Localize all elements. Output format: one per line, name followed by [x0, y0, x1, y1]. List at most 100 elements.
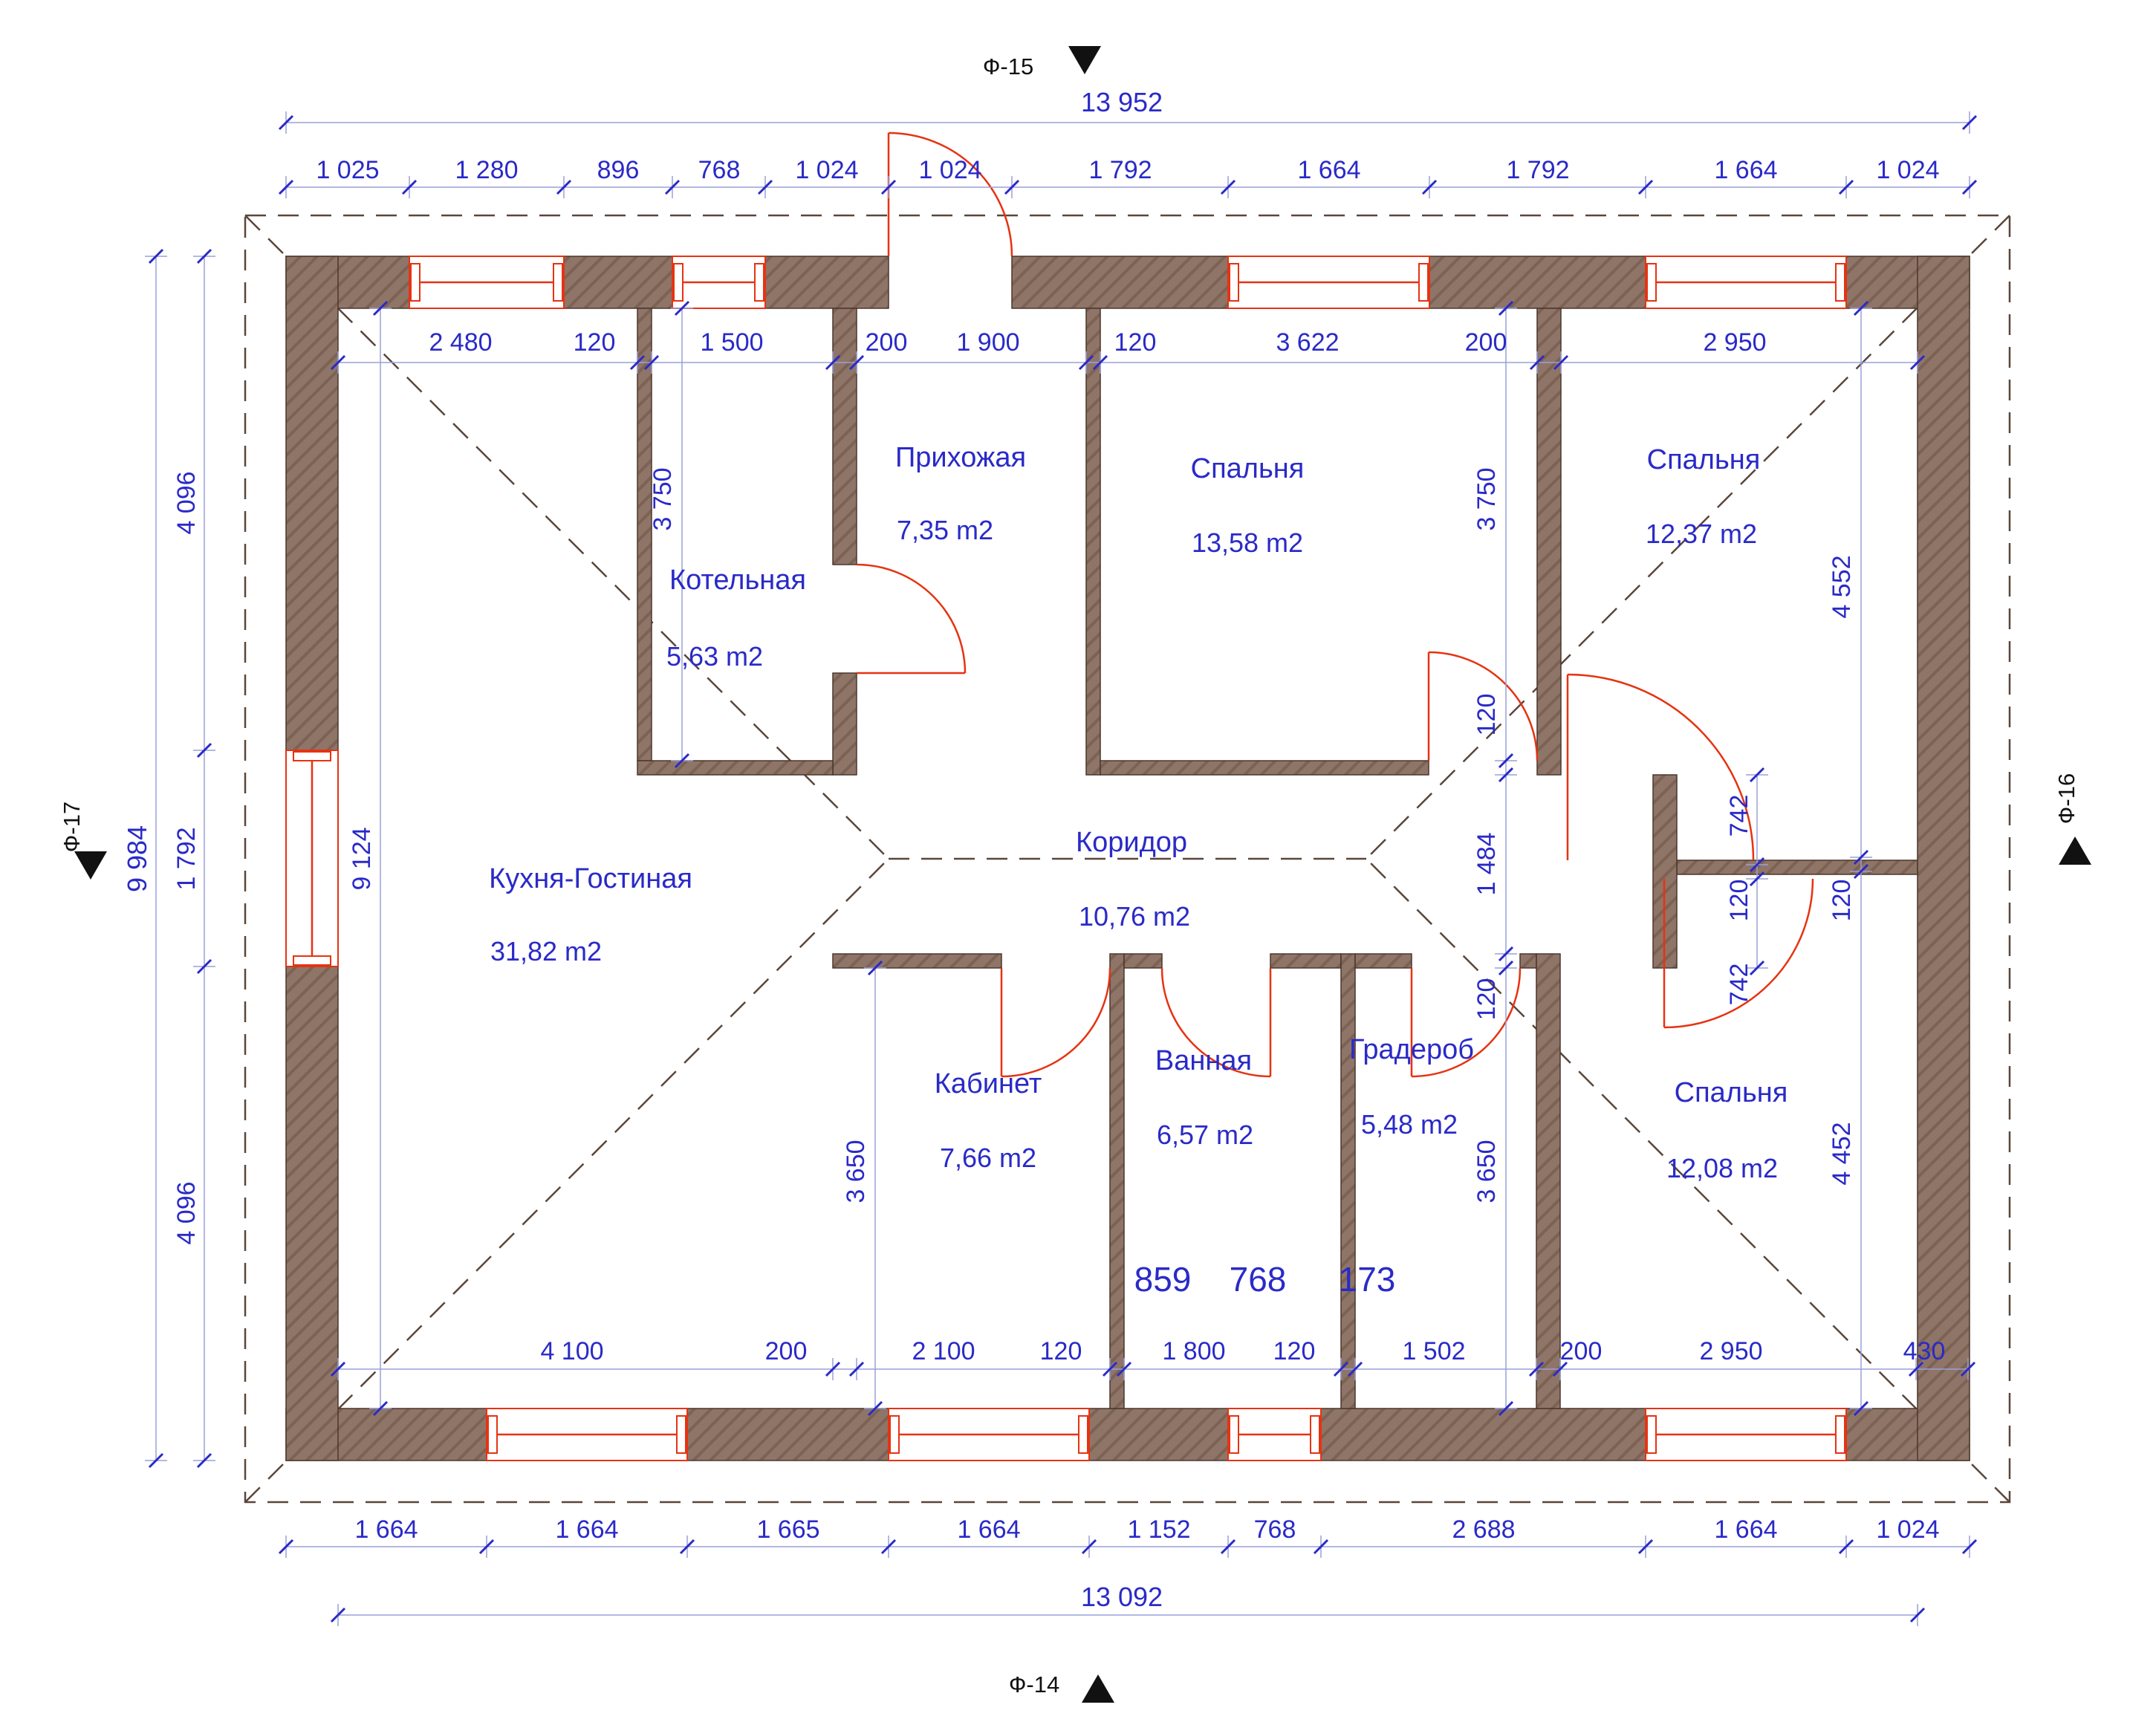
room-area-spalnya-1: 13,58 m2	[1192, 527, 1303, 558]
room-name-garderob: Градероб	[1349, 1034, 1474, 1065]
dimension-tick	[1498, 946, 1514, 962]
window-post	[673, 263, 684, 302]
room-area-koridor: 10,76 m2	[1079, 901, 1190, 932]
triangle-up-icon	[2059, 836, 2091, 865]
dim-top-row-8: 1 792	[1506, 156, 1569, 184]
dimension-tick	[1853, 849, 1869, 865]
window-post	[1835, 263, 1845, 302]
dimension-tick	[1908, 1361, 1924, 1377]
dim-inner-top-6: 3 622	[1276, 328, 1339, 357]
room-name-vannaya: Ванная	[1155, 1045, 1252, 1076]
section-marker-f17-label: Ф-17	[59, 802, 85, 852]
window-symbol	[285, 750, 339, 967]
window-symbol	[888, 1408, 1090, 1461]
dimension-tick	[556, 179, 572, 195]
dim-top-row-2: 896	[597, 156, 640, 184]
room-area-kuhnya: 31,82 m2	[490, 936, 602, 966]
wardrobe-door-arc	[1411, 967, 1522, 1078]
room-name-kabinet: Кабинет	[935, 1068, 1042, 1099]
bedroom3-door-arc	[1663, 878, 1814, 1029]
room-name-prihozhaya: Прихожая	[895, 442, 1026, 473]
room-name-kuhnya: Кухня-Гостиная	[489, 863, 692, 894]
dimension-tick	[1853, 300, 1869, 316]
office-door-arc	[1001, 967, 1111, 1078]
dim-bottom-row-0: 1 664	[354, 1515, 418, 1544]
room-area-vannaya: 6,57 m2	[1157, 1120, 1253, 1150]
dim-bottom-row-1: 1 664	[555, 1515, 618, 1544]
dimension-tick	[1637, 1539, 1654, 1555]
dimension-tick	[148, 1452, 164, 1469]
dimension-tick	[1220, 179, 1236, 195]
dim-bottom-row-7: 1 664	[1714, 1515, 1777, 1544]
window-post	[1310, 1415, 1320, 1454]
dim-inner-top-0: 2 480	[429, 328, 492, 357]
dim-inner-bottom-1: 200	[765, 1337, 808, 1365]
dimension-tick	[1961, 1539, 1978, 1555]
dim-left-row-2: 4 096	[172, 1181, 201, 1244]
dimension-tick	[1637, 179, 1654, 195]
dimension-tick	[1004, 179, 1020, 195]
window-post	[1229, 1415, 1239, 1454]
room-name-spalnya-3: Спальня	[1675, 1077, 1788, 1108]
dim-left-inner: 9 124	[348, 827, 376, 890]
dim-top-row-1: 1 280	[455, 156, 518, 184]
roof-outline	[244, 214, 2011, 1504]
dim-left-total: 9 984	[122, 825, 152, 892]
dimension-tick	[330, 1361, 346, 1377]
dim-inner-top-3: 200	[866, 328, 908, 357]
dim-bottom-row-6: 2 688	[1452, 1515, 1515, 1544]
dimension-tick	[1961, 114, 1978, 131]
dimension-tick	[674, 300, 690, 316]
room-name-spalnya-1: Спальня	[1191, 453, 1305, 484]
room-name-spalnya-2: Спальня	[1647, 444, 1761, 475]
dimension-tick	[679, 1539, 695, 1555]
window-post	[1078, 1415, 1088, 1454]
dimension-tick	[848, 1361, 865, 1377]
dimension-tick	[1749, 857, 1765, 873]
dimension-tick	[825, 354, 841, 371]
dim-bottom-row-8: 1 024	[1876, 1515, 1939, 1544]
dimension-tick	[1498, 1400, 1514, 1417]
dimension-tick	[1961, 179, 1978, 195]
dim-top-row-4: 1 024	[795, 156, 858, 184]
dimension-tick	[1749, 767, 1765, 783]
dimension-tick	[196, 742, 212, 758]
windows	[285, 256, 1847, 1461]
window-post	[553, 263, 563, 302]
dim-bottom-row-2: 1 665	[756, 1515, 819, 1544]
dimension-tick	[674, 753, 690, 769]
dim-inner-bottom-4: 1 800	[1162, 1337, 1225, 1365]
dim-kabinet-depth: 3 650	[842, 1140, 870, 1203]
dim-mid-chain-4: 3 650	[1472, 1140, 1501, 1203]
dim-top-row-0: 1 025	[316, 156, 379, 184]
triangle-down-icon	[1068, 46, 1101, 74]
roof-hip-line	[244, 215, 889, 860]
dimension-tick	[664, 179, 681, 195]
dim-inner-bottom-9: 430	[1903, 1337, 1946, 1365]
dimension-tick	[330, 1607, 346, 1623]
dim-inner-bottom-0: 4 100	[540, 1337, 603, 1365]
dimension-tick	[1853, 1400, 1869, 1417]
dimension-tick	[867, 1400, 883, 1417]
window-post	[676, 1415, 686, 1454]
dim-right-chain-0: 4 552	[1828, 555, 1856, 618]
dim-mid-chain-2: 1 484	[1472, 832, 1501, 895]
dimension-tick	[1116, 1361, 1132, 1377]
dim-top-row-10: 1 024	[1876, 156, 1939, 184]
window-symbol	[1645, 1408, 1847, 1461]
window-post	[1835, 1415, 1845, 1454]
window-post	[1646, 263, 1657, 302]
dimension-texts: 13 952 1 025 1 280 896 768 1 024 1 024 1…	[122, 87, 1945, 1612]
dimension-tick	[1528, 1361, 1545, 1377]
section-marker-f15-label: Ф-15	[983, 53, 1033, 79]
section-marker-f16-label: Ф-16	[2053, 773, 2079, 824]
bedroom1-door-arc	[1428, 651, 1539, 761]
window-post	[293, 751, 331, 761]
dim-left-row-0: 4 096	[172, 471, 201, 534]
dimension-tick	[1421, 179, 1438, 195]
boiler-room-door-arc	[856, 563, 967, 674]
dim-right-chain-2: 4 452	[1828, 1122, 1856, 1185]
window-post	[1418, 263, 1429, 302]
dimension-tick	[880, 179, 897, 195]
